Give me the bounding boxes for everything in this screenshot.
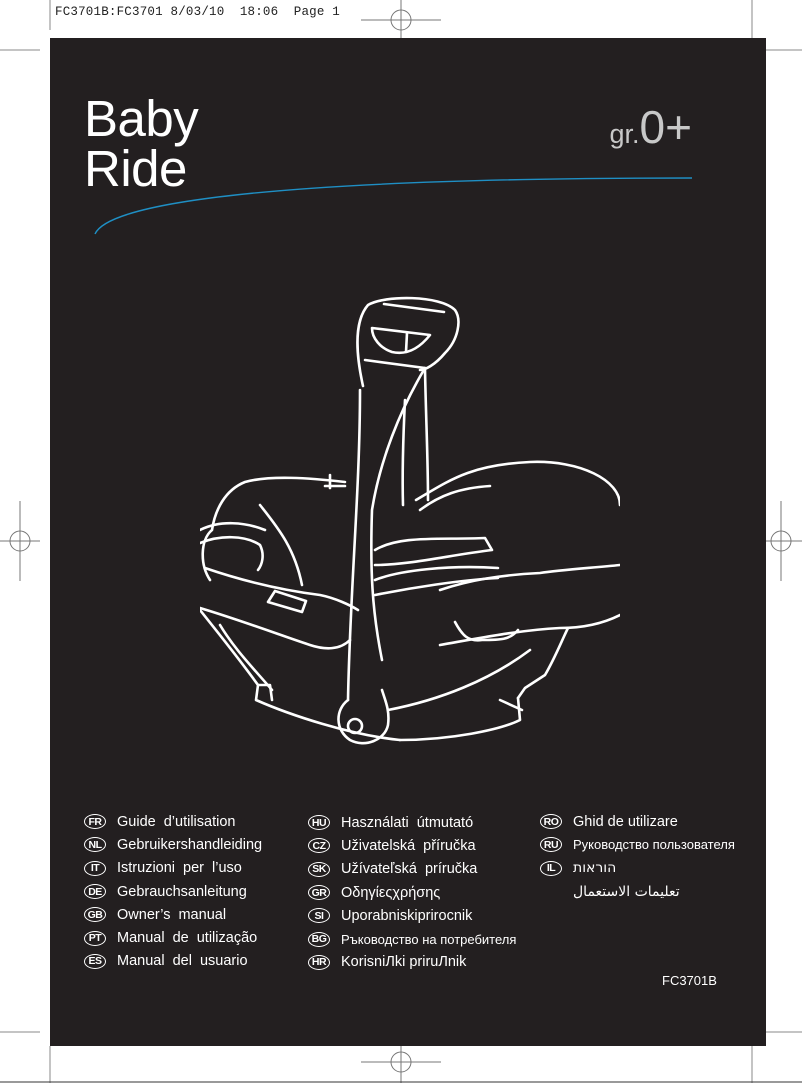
- language-label: Uporabniskiprirocnik: [341, 907, 473, 924]
- language-label: Gebruikershandleiding: [117, 836, 263, 853]
- language-label: Owner’s manual: [117, 906, 227, 923]
- product-title: Baby Ride: [84, 90, 199, 197]
- language-item-ro: RO Ghid de utilizare: [540, 810, 735, 833]
- country-badge: GB: [84, 907, 106, 923]
- country-badge: RO: [540, 814, 562, 830]
- country-badge: IL: [540, 860, 562, 876]
- language-item-de: DE Gebrauchsanleitung: [84, 880, 262, 903]
- language-item-il-hebrew: IL הוראות: [540, 857, 735, 880]
- language-label: Manual de utilização: [117, 930, 258, 947]
- language-item-nl: NL Gebruikershandleiding: [84, 833, 262, 856]
- title-line-baby: Baby: [84, 90, 199, 147]
- language-item-hr: HR KorisniЛki priruЛnik: [308, 951, 516, 974]
- language-item-ru: RU Руководство пользователя: [540, 833, 735, 856]
- group-rating: gr.0+: [610, 100, 692, 154]
- country-badge: ES: [84, 953, 106, 969]
- language-item-cz: CZ Uživatelská příručka: [308, 834, 516, 857]
- language-list-column-3: RO Ghid de utilizare RU Руководство поль…: [540, 810, 735, 903]
- registration-mark-bottom: [361, 1042, 441, 1083]
- language-label: KorisniЛki priruЛnik: [341, 954, 467, 971]
- language-item-sk: SK Užívateľská príručka: [308, 858, 516, 881]
- language-label: Gebrauchsanleitung: [117, 883, 247, 900]
- language-label: Οδηγίεςχρήσης: [341, 884, 441, 901]
- car-seat-illustration: [200, 296, 620, 745]
- language-label: Užívateľská príručka: [341, 861, 478, 878]
- country-badge: IT: [84, 860, 106, 876]
- language-label: Guide d’utilisation: [117, 813, 236, 830]
- country-badge: RU: [540, 837, 562, 853]
- group-prefix: gr.: [609, 119, 640, 149]
- language-item-fr: FR Guide d’utilisation: [84, 810, 262, 833]
- country-badge: PT: [84, 930, 106, 946]
- language-label: Istruzioni per l’uso: [117, 860, 242, 877]
- language-label: Ghid de utilizare: [573, 813, 678, 830]
- country-badge: SI: [308, 908, 330, 924]
- language-label: Manual del usuario: [117, 953, 248, 970]
- language-item-hu: HU Használati útmutató: [308, 811, 516, 834]
- printer-slug: FC3701B:FC3701 8/03/10 18:06 Page 1: [55, 5, 340, 19]
- country-badge: GR: [308, 885, 330, 901]
- language-list-column-2: HU Használati útmutató CZ Uživatelská př…: [308, 811, 516, 974]
- country-badge: SK: [308, 861, 330, 877]
- country-badge: HU: [308, 815, 330, 831]
- language-item-it: IT Istruzioni per l’uso: [84, 857, 262, 880]
- cover-panel: [50, 38, 766, 1046]
- language-label: הוראות: [573, 860, 617, 877]
- swoosh-line: [94, 177, 693, 235]
- language-item-arabic: تعليمات الاستعمال: [540, 880, 735, 903]
- country-badge: NL: [84, 837, 106, 853]
- language-item-si: SI Uporabniskiprirocnik: [308, 904, 516, 927]
- language-label: Руководство пользователя: [573, 837, 735, 853]
- registration-mark-right: [762, 501, 802, 581]
- language-item-pt: PT Manual de utilização: [84, 926, 262, 949]
- language-item-gr: GR Οδηγίεςχρήσης: [308, 881, 516, 904]
- country-badge: FR: [84, 814, 106, 830]
- language-label: تعليمات الاستعمال: [573, 883, 680, 900]
- country-badge: BG: [308, 931, 330, 947]
- country-badge: DE: [84, 884, 106, 900]
- language-item-bg: BG Ръководство на потребителя: [308, 927, 516, 950]
- product-code: FC3701B: [662, 973, 717, 988]
- group-value: 0+: [639, 101, 692, 153]
- country-badge: CZ: [308, 838, 330, 854]
- language-label: Uživatelská příručka: [341, 837, 476, 854]
- language-item-es: ES Manual del usuario: [84, 950, 262, 973]
- language-label: Használati útmutató: [341, 814, 474, 831]
- country-badge: HR: [308, 954, 330, 970]
- language-item-gb: GB Owner’s manual: [84, 903, 262, 926]
- language-label: Ръководство на потребителя: [341, 931, 517, 947]
- registration-mark-left: [0, 501, 40, 581]
- title-line-ride: Ride: [84, 140, 187, 197]
- language-list-column-1: FR Guide d’utilisation NL Gebruikershand…: [84, 810, 262, 973]
